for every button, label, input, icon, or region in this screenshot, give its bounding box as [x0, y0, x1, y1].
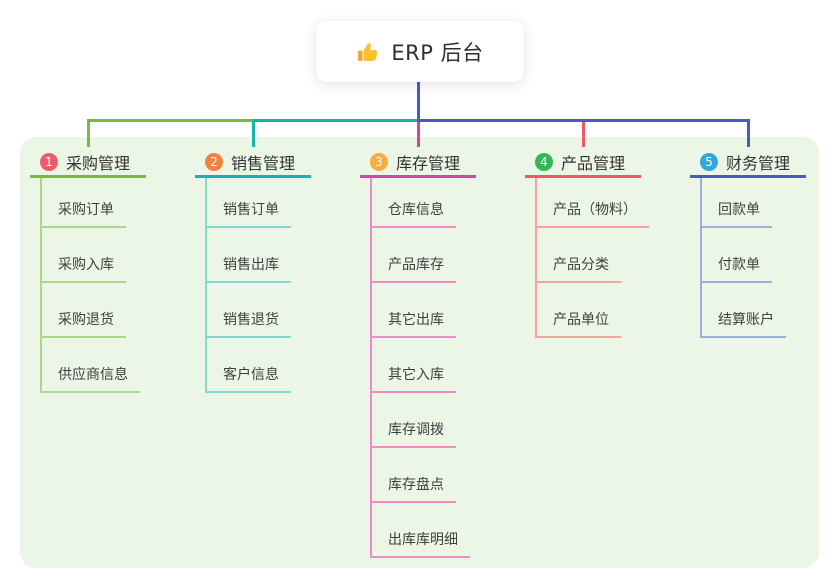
- branch-column: 4 产品管理产品（物料）产品分类产品单位: [525, 148, 700, 338]
- connector-branch-drop: [87, 119, 90, 147]
- child-node[interactable]: 产品单位: [535, 283, 621, 338]
- branch-children-connector: [535, 178, 537, 338]
- child-node[interactable]: 其它出库: [370, 283, 456, 338]
- thumbs-up-icon: [356, 40, 380, 64]
- child-node[interactable]: 采购入库: [40, 228, 126, 283]
- branch-column: 2 销售管理销售订单销售出库销售退货客户信息: [195, 148, 370, 393]
- root-node-erp[interactable]: ERP 后台: [316, 21, 524, 82]
- root-title: ERP 后台: [391, 40, 484, 65]
- branch-node[interactable]: 1 采购管理: [30, 148, 146, 178]
- branch-number-badge: 5: [700, 152, 718, 171]
- branch-number-badge: 1: [40, 152, 58, 171]
- connector-root-vertical: [417, 82, 420, 122]
- child-node[interactable]: 客户信息: [205, 338, 291, 393]
- child-node[interactable]: 其它入库: [370, 338, 456, 393]
- branch-number-badge: 4: [535, 152, 553, 171]
- connector-branch-drop: [417, 122, 420, 147]
- branch-children-connector: [700, 178, 702, 338]
- branch-column: 3 库存管理仓库信息产品库存其它出库其它入库库存调拨库存盘点出库库明细: [360, 148, 535, 558]
- branch-label: 采购管理: [66, 153, 131, 173]
- child-node[interactable]: 产品（物料）: [535, 173, 649, 228]
- connector-branch-drop: [252, 119, 255, 147]
- branch-node[interactable]: 3 库存管理: [360, 148, 476, 178]
- child-node[interactable]: 结算账户: [700, 283, 786, 338]
- branch-node[interactable]: 2 销售管理: [195, 148, 311, 178]
- branch-node[interactable]: 5 财务管理: [690, 148, 806, 178]
- branch-column: 1 采购管理采购订单采购入库采购退货供应商信息: [30, 148, 205, 393]
- child-node[interactable]: 产品分类: [535, 228, 621, 283]
- child-node[interactable]: 仓库信息: [370, 173, 456, 228]
- child-node[interactable]: 出库库明细: [370, 503, 470, 558]
- branch-number-badge: 3: [370, 152, 388, 171]
- child-node[interactable]: 库存盘点: [370, 448, 456, 503]
- child-node[interactable]: 付款单: [700, 228, 772, 283]
- branch-children-connector: [370, 178, 372, 558]
- child-node[interactable]: 采购退货: [40, 283, 126, 338]
- child-node[interactable]: 供应商信息: [40, 338, 140, 393]
- connector-branch-drop: [582, 122, 585, 147]
- branch-column: 5 财务管理回款单付款单结算账户: [690, 148, 839, 338]
- connector-bus-middle: [252, 119, 419, 122]
- child-node[interactable]: 采购订单: [40, 173, 126, 228]
- child-node[interactable]: 销售出库: [205, 228, 291, 283]
- branch-label: 销售管理: [231, 153, 296, 173]
- child-node[interactable]: 销售退货: [205, 283, 291, 338]
- child-node[interactable]: 产品库存: [370, 228, 456, 283]
- branch-label: 产品管理: [561, 153, 626, 173]
- connector-bus-right: [417, 119, 750, 122]
- branch-number-badge: 2: [205, 152, 223, 171]
- child-node[interactable]: 回款单: [700, 173, 772, 228]
- connector-bus-left: [87, 119, 254, 122]
- branch-children-connector: [40, 178, 42, 393]
- branch-label: 库存管理: [396, 153, 461, 173]
- child-node[interactable]: 销售订单: [205, 173, 291, 228]
- connector-branch-drop: [747, 119, 750, 147]
- branches-panel: [20, 137, 819, 568]
- child-node[interactable]: 库存调拨: [370, 393, 456, 448]
- branch-children-connector: [205, 178, 207, 393]
- branch-label: 财务管理: [726, 153, 791, 173]
- branch-node[interactable]: 4 产品管理: [525, 148, 641, 178]
